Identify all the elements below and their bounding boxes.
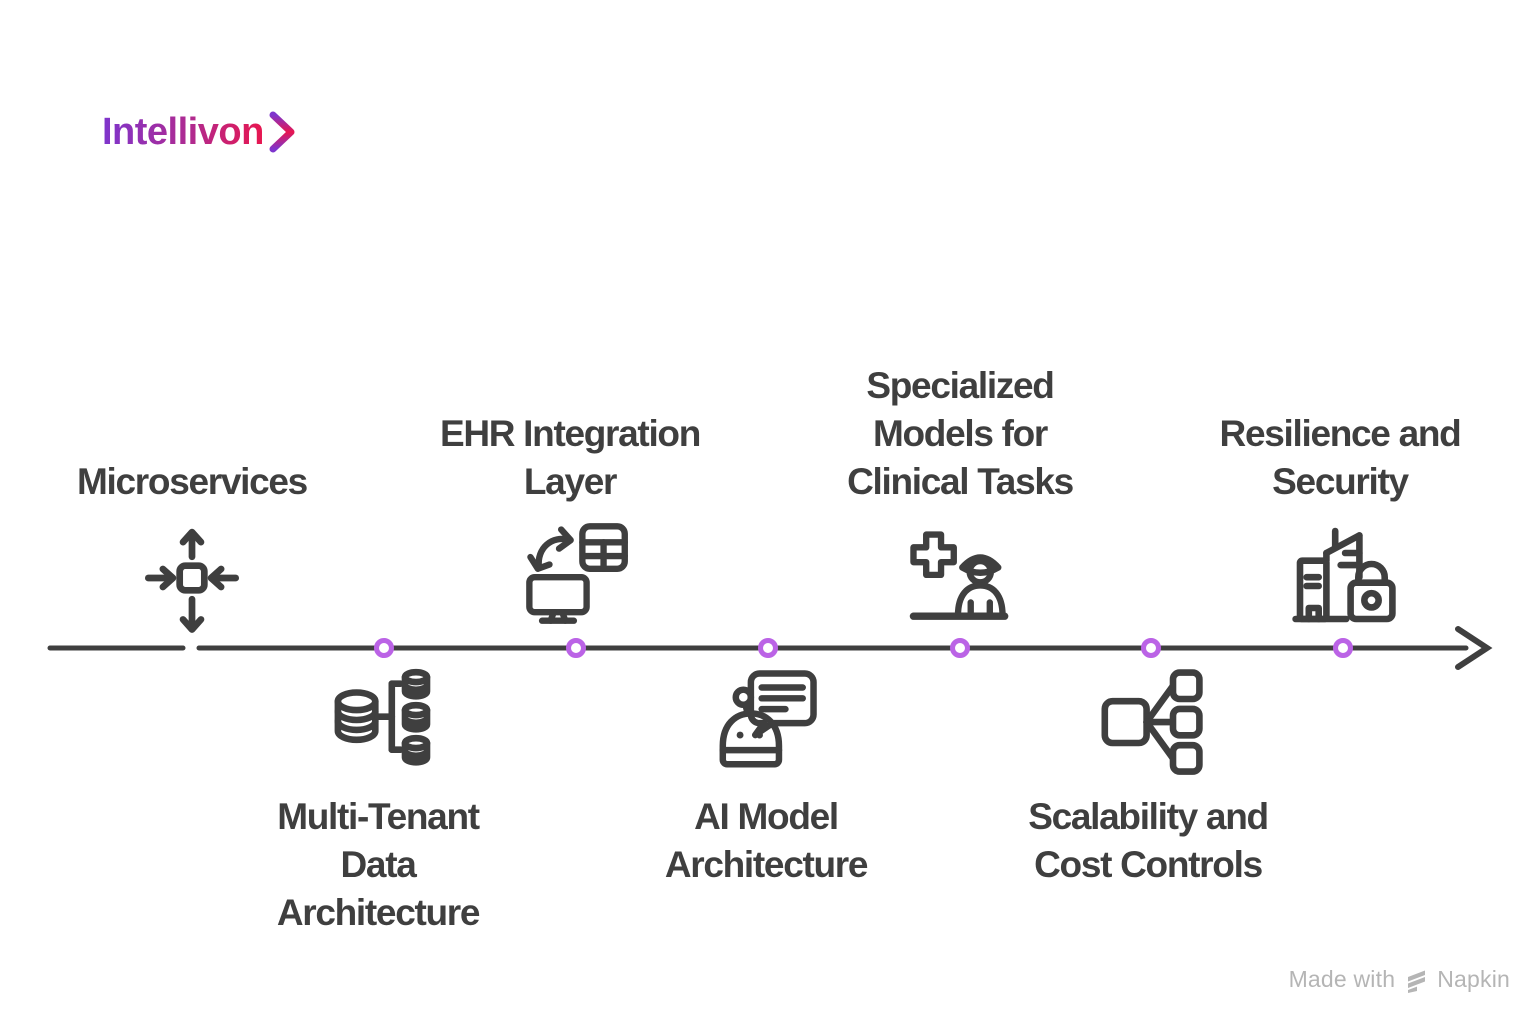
timeline-dot-resilience (1333, 638, 1353, 658)
robot-chat-icon (712, 666, 820, 776)
building-lock-icon (1288, 520, 1400, 630)
timeline-dot-ehr (566, 638, 586, 658)
databases-icon (328, 664, 438, 776)
timeline-dot-ai-model (758, 638, 778, 658)
label-specialized-models: Specialized Models for Clinical Tasks (847, 365, 1074, 502)
intellivon-logo-text: Intellivon (102, 110, 264, 153)
label-resilience-security: Resilience and Security (1219, 413, 1462, 502)
intellivon-chevron-icon (269, 111, 295, 153)
napkin-logo-icon (1408, 970, 1426, 993)
label-scalability-cost-controls: Scalability and Cost Controls (1028, 796, 1269, 885)
made-with-text: Made with (1288, 966, 1396, 992)
label-ehr-integration-layer: EHR Integration Layer (439, 413, 701, 502)
monitor-sync-table-icon (520, 520, 632, 626)
scale-in-arrows-icon (136, 522, 248, 634)
label-ai-model-architecture: AI Model Architecture (664, 796, 869, 885)
timeline-dot-scalability (1141, 638, 1161, 658)
timeline-dot-multi-tenant (374, 638, 394, 658)
axis-arrowhead-icon (1455, 626, 1493, 670)
made-with-napkin: Made with Napkin (1289, 966, 1510, 993)
label-multi-tenant-data-architecture: Multi-Tenant Data Architecture (276, 796, 481, 933)
intellivon-logo: Intellivon (102, 108, 298, 156)
timeline-axis (47, 626, 1493, 670)
napkin-text: Napkin (1437, 966, 1510, 992)
fan-out-nodes-icon (1096, 666, 1206, 776)
timeline-dot-specialized (950, 638, 970, 658)
label-microservices: Microservices (77, 461, 308, 502)
medical-cross-nurse-icon (902, 524, 1014, 630)
